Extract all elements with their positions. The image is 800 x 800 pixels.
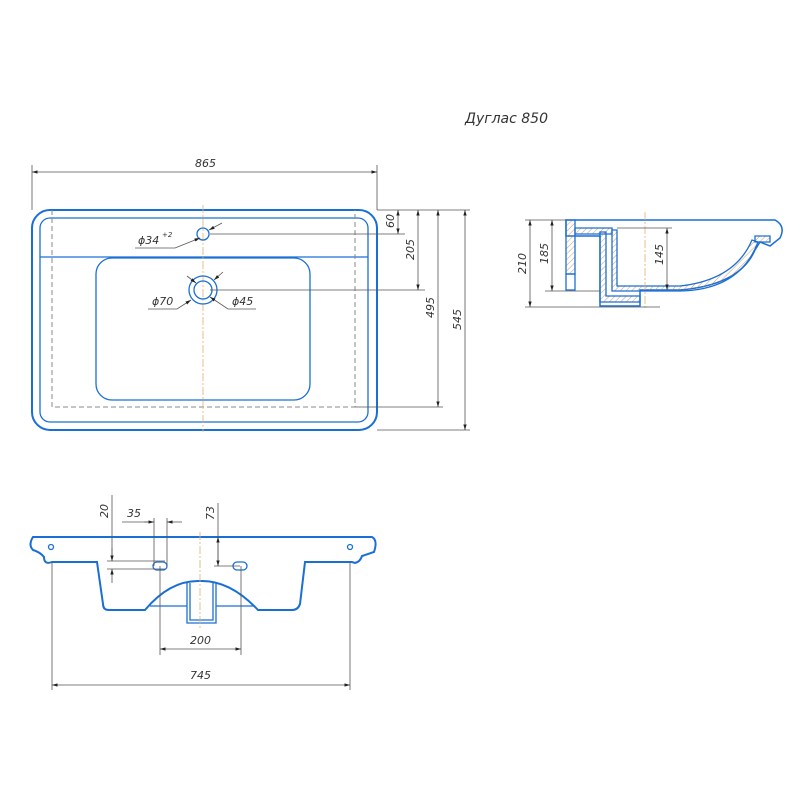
dim-145-label: 145	[653, 244, 666, 265]
dim-73-label: 73	[204, 506, 217, 520]
mount-hole-right	[346, 543, 354, 551]
hidden-outline	[51, 210, 356, 408]
dim-745-label: 745	[190, 669, 211, 682]
dim-495-label: 495	[424, 297, 437, 318]
drain-inner-label: ϕ45	[232, 295, 253, 308]
dim-185-label: 185	[538, 243, 551, 264]
outer-outline	[31, 209, 378, 431]
tap-tolerance-label: +2	[162, 231, 173, 239]
drain-outer-label: ϕ70	[152, 295, 173, 308]
tap-hole	[196, 227, 210, 241]
dim-20-label: 20	[98, 504, 111, 518]
inner-rim	[39, 217, 369, 423]
dim-865-label: 865	[195, 157, 216, 170]
dim-200-label: 200	[190, 634, 211, 647]
dim-545-label: 545	[451, 309, 464, 330]
top-view: 865 ϕ34 +2 ϕ70 ϕ45 60 205 495 545	[31, 157, 470, 432]
dim-35-label: 35	[127, 507, 141, 520]
dim-210-label: 210	[516, 253, 529, 274]
side-view: 210 185 145	[516, 212, 783, 310]
front-view: 745 200 35 20 73	[29, 495, 377, 690]
dim-205-label: 205	[404, 239, 417, 260]
dim-60-label: 60	[384, 214, 397, 228]
drawing-title: Дуглас 850	[464, 111, 548, 127]
tap-diameter-label: ϕ34	[138, 234, 159, 247]
mount-hole-left	[47, 543, 55, 551]
